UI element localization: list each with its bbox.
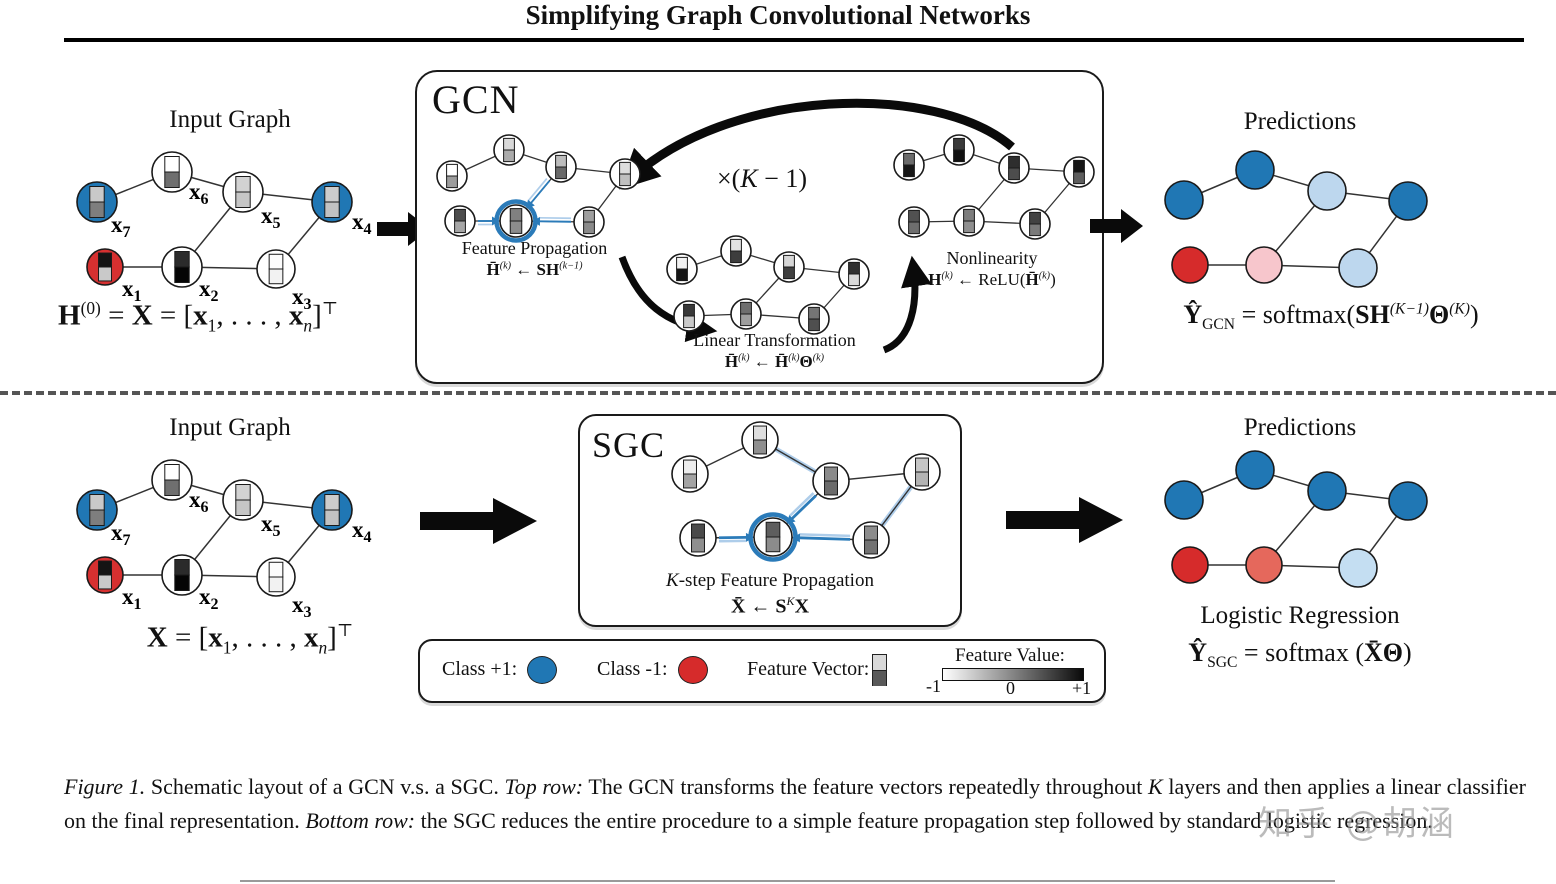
svg-text:x7: x7	[111, 520, 131, 549]
watermark: 知乎 @胡涵	[1258, 804, 1457, 844]
scale-min-label: -1	[926, 676, 941, 696]
feature-vector-bar-icon	[872, 654, 887, 686]
input-graph-bottom: x7 x6 x5 x4 x1 x2 x3	[45, 448, 395, 628]
logistic-regression-label: Logistic Regression	[1200, 602, 1400, 629]
predictions-graph-top	[1130, 148, 1520, 293]
svg-text:x2: x2	[199, 584, 219, 613]
feature-vector-cell-top	[873, 655, 886, 671]
scale-mid-label: 0	[1006, 678, 1015, 698]
gcn-repeat-factor: ×(K − 1)	[717, 164, 807, 193]
equation-ygcn: ŶGCN = softmax(SH(K−1)Θ(K))	[1183, 300, 1479, 334]
feature-value-gradient-icon	[942, 668, 1084, 681]
svg-text:x1: x1	[122, 584, 142, 613]
gcn-feature-propagation-graph	[432, 130, 657, 248]
svg-text:x3: x3	[292, 592, 312, 621]
block-arrow-sgc-to-predictions	[1006, 497, 1123, 543]
gcn-linear-transformation-graph	[660, 234, 888, 346]
svg-text:x4: x4	[352, 209, 372, 238]
svg-text:x4: x4	[352, 517, 372, 546]
sgc-propagation-graph	[605, 420, 950, 565]
row-divider	[0, 391, 1556, 395]
gcn-feature-propagation-label: Feature Propagation	[461, 238, 608, 258]
svg-text:x5: x5	[261, 511, 281, 540]
gcn-nonlinearity-graph	[880, 127, 1110, 247]
svg-text:x3: x3	[292, 284, 312, 313]
sgc-propagation-formula: X̄ ← SKX	[730, 594, 810, 618]
input-graph-top: x7 x6 x5 x4 x1 x2 x3	[45, 140, 395, 320]
equation-h0: H(0) = X = [x1, . . . , xn]⊤	[58, 298, 339, 336]
predictions-graph-bottom	[1130, 448, 1520, 593]
sgc-propagation-label: K-step Feature Propagation	[666, 570, 874, 591]
input-graph-heading-top: Input Graph	[169, 106, 291, 133]
svg-text:x1: x1	[122, 276, 142, 305]
svg-text:x6: x6	[189, 487, 209, 516]
predictions-heading-top: Predictions	[1243, 108, 1357, 135]
header-rule	[64, 38, 1524, 42]
block-arrow-input-to-sgc	[420, 498, 537, 544]
gcn-linear-transformation-label: Linear Transformation	[693, 330, 856, 350]
predictions-heading-bottom: Predictions	[1243, 414, 1357, 441]
equation-x: X = [x1, . . . , xn]⊤	[146, 620, 354, 658]
legend-class-neg-label: Class -1:	[597, 658, 668, 680]
equation-ysgc: ŶSGC = softmax (X̄Θ)	[1188, 638, 1412, 672]
input-graph-heading-bottom: Input Graph	[169, 414, 291, 441]
feature-vector-cell-bottom	[873, 671, 886, 686]
svg-text:x6: x6	[189, 179, 209, 208]
svg-text:x5: x5	[261, 203, 281, 232]
gcn-nonlinearity-label: Nonlinearity	[946, 248, 1038, 268]
class-neg-dot-icon	[678, 656, 708, 684]
legend-class-pos-label: Class +1:	[442, 658, 518, 680]
gcn-label: GCN	[432, 77, 520, 122]
gcn-linear-transformation-formula: H̄(k) ← H̄(k)Θ(k)	[724, 352, 825, 371]
scale-max-label: +1	[1072, 678, 1092, 698]
gcn-box: GCN ×(K − 1) Feature Propagation H̄(k) ←…	[415, 70, 1104, 384]
sgc-label: SGC	[592, 425, 666, 465]
svg-text:x2: x2	[199, 276, 219, 305]
legend-feature-value-label: Feature Value:	[955, 645, 1065, 666]
svg-text:x7: x7	[111, 212, 131, 241]
sgc-box: SGC K-step Feature Propagation X̄ ← SKX	[578, 414, 962, 627]
gcn-nonlinearity-formula: H(k) ← ReLU(H̄(k))	[928, 270, 1056, 289]
class-pos-dot-icon	[527, 656, 557, 684]
legend-feature-vector-label: Feature Vector:	[747, 658, 870, 680]
block-arrow-gcn-to-predictions	[1090, 209, 1143, 243]
gcn-feature-propagation-formula: H̄(k) ← SH(k−1)	[486, 260, 583, 279]
page-title: Simplifying Graph Convolutional Networks	[525, 0, 1031, 30]
bottom-partial-rule	[240, 880, 1335, 882]
figure-caption: Figure 1. Schematic layout of a GCN v.s.…	[64, 774, 1526, 833]
legend-box: Class +1: Class -1: Feature Vector: Feat…	[418, 639, 1106, 703]
